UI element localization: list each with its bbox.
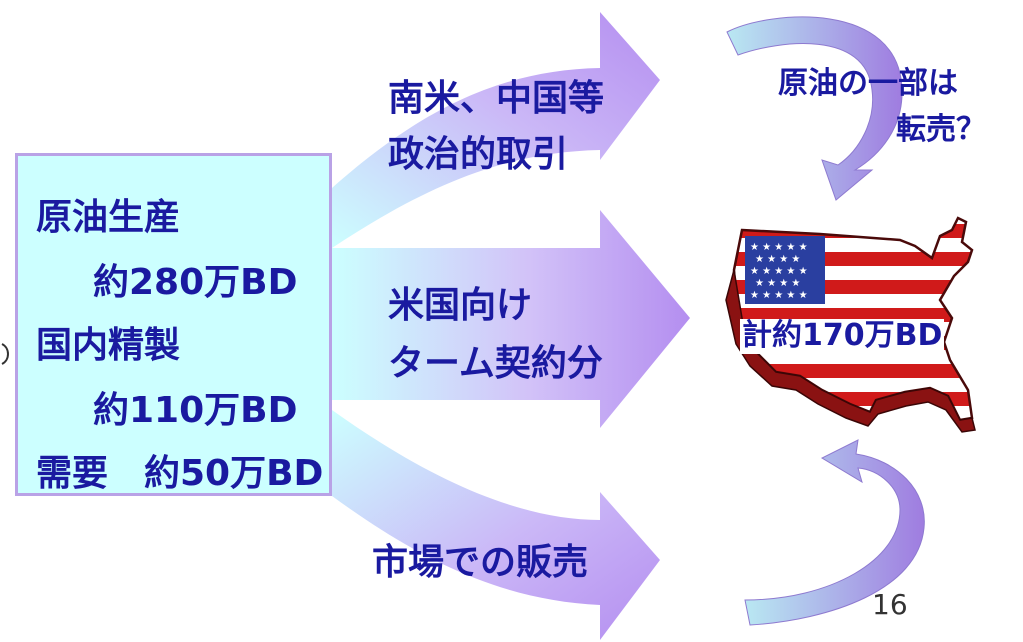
curved-arrow-icon bbox=[726, 16, 903, 201]
arrow-bottom-label: 市場での販売 bbox=[372, 542, 589, 583]
curved-arrow-icon bbox=[744, 439, 925, 626]
source-line-demand: 需要 約50万BD bbox=[36, 453, 324, 494]
svg-text:★ ★ ★ ★: ★ ★ ★ ★ bbox=[755, 254, 800, 265]
arrow-middle-label-1: 米国向け bbox=[388, 285, 533, 326]
svg-text:★ ★ ★ ★: ★ ★ ★ ★ bbox=[755, 278, 800, 289]
arrow-middle-label-2: ターム契約分 bbox=[388, 343, 603, 384]
source-box: 原油生産 約280万BD 国内精製 約110万BD 需要 約50万BD bbox=[15, 153, 332, 496]
edge-mark bbox=[1, 343, 9, 365]
svg-text:★ ★ ★ ★ ★: ★ ★ ★ ★ ★ bbox=[750, 266, 808, 277]
svg-text:★ ★ ★ ★ ★: ★ ★ ★ ★ ★ bbox=[750, 290, 808, 301]
arrow-top bbox=[332, 12, 660, 248]
source-line-refining-value: 約110万BD bbox=[93, 390, 298, 431]
arrow-bottom bbox=[332, 410, 660, 640]
arrow-top-label-2: 政治的取引 bbox=[388, 134, 569, 175]
source-line-production-value: 約280万BD bbox=[93, 262, 298, 303]
resale-note-line-2: 転売？ bbox=[896, 112, 986, 147]
arrow-top-label-1: 南米、中国等 bbox=[388, 78, 605, 119]
source-line-production: 原油生産 bbox=[36, 197, 181, 238]
resale-note-line-1: 原油の一部は bbox=[778, 66, 958, 101]
arrow-middle bbox=[332, 210, 690, 428]
usa-total-label: 計約170万BD bbox=[740, 318, 945, 354]
svg-text:★ ★ ★ ★ ★: ★ ★ ★ ★ ★ bbox=[750, 242, 808, 253]
source-line-refining: 国内精製 bbox=[36, 325, 181, 366]
page-number: 16 bbox=[872, 588, 908, 621]
